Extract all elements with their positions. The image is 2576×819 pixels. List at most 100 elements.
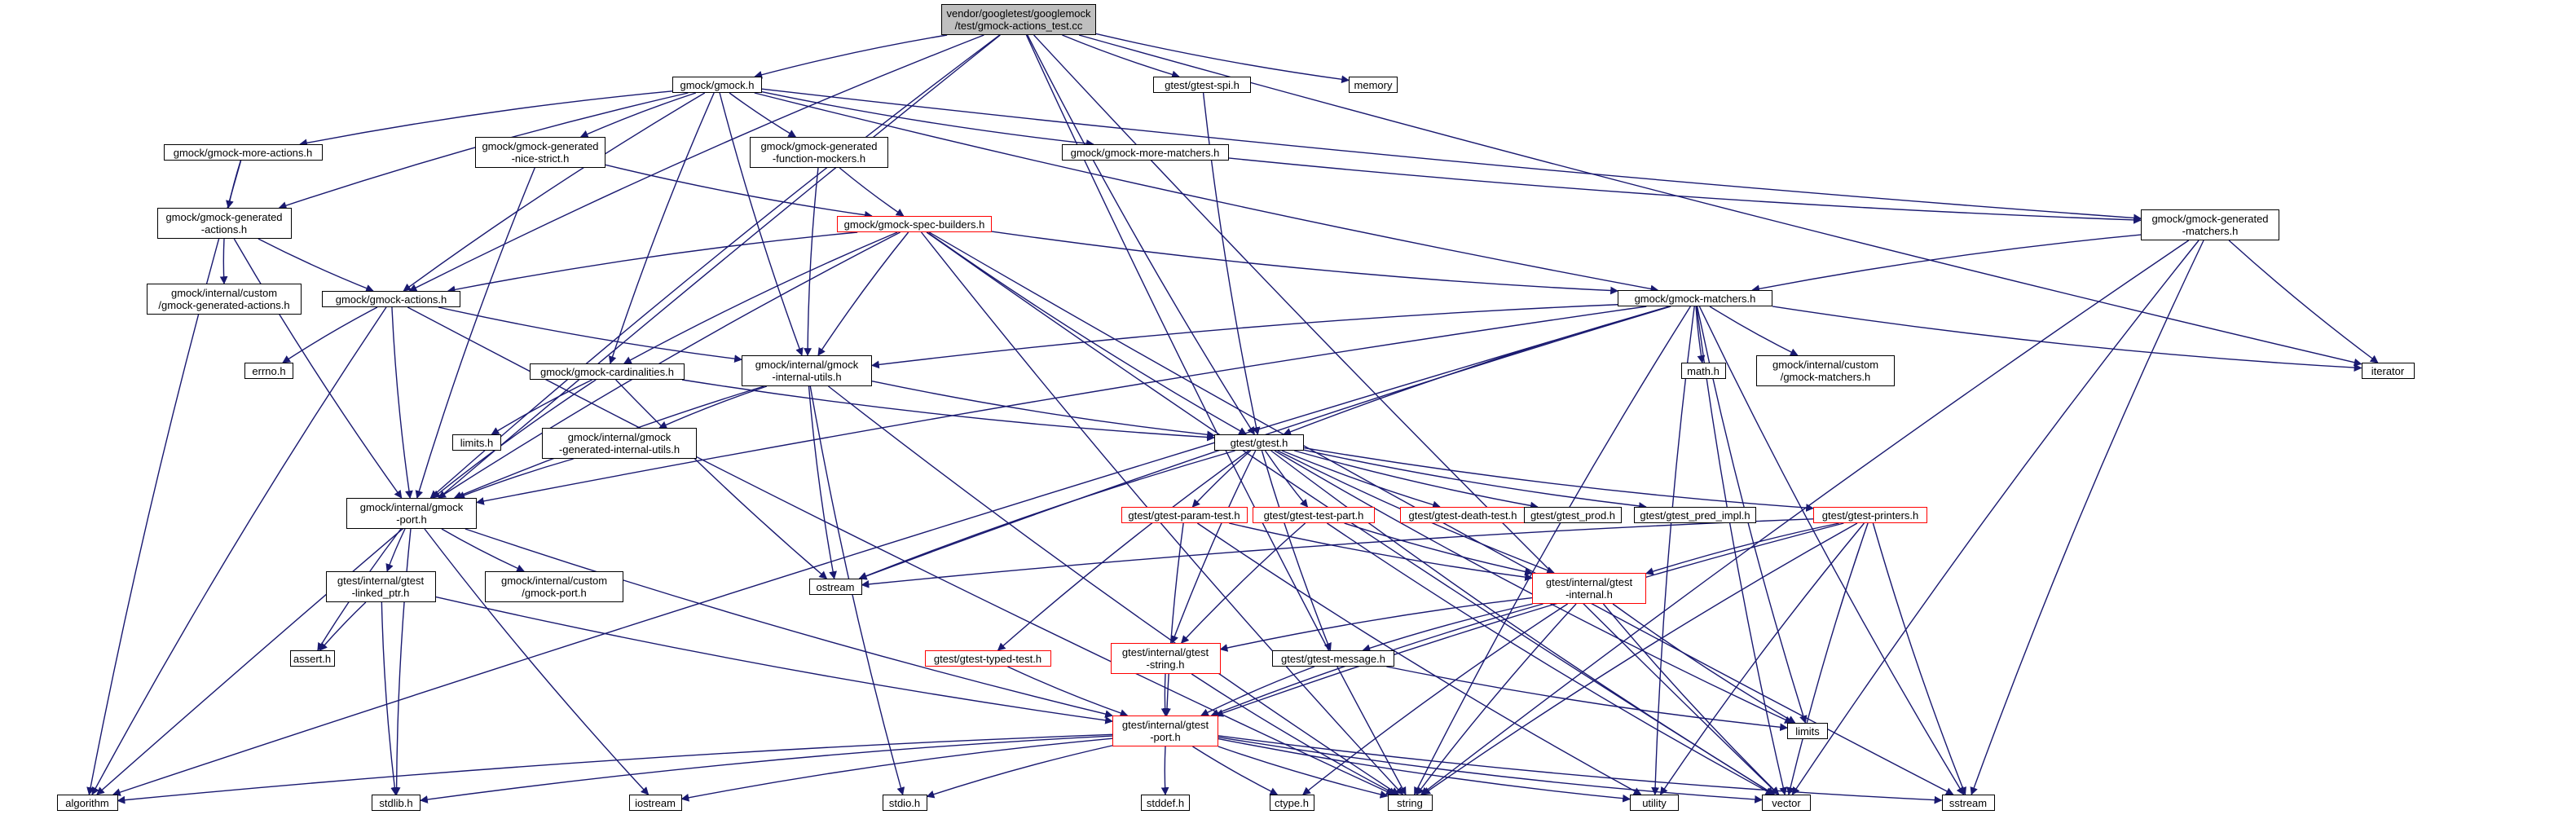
graph-node-limits-h: limits.h	[452, 434, 501, 451]
graph-node-stdlib: stdlib.h	[372, 795, 421, 811]
edge-gen-actions-to-custom-gen-actions	[219, 238, 228, 284]
graph-node-pred-impl[interactable]: gtest/gtest_pred_impl.h	[1634, 507, 1756, 523]
graph-node-gmock-h[interactable]: gmock/gmock.h	[672, 77, 762, 93]
graph-node-typed-test[interactable]: gtest/gtest-typed-test.h	[924, 650, 1051, 667]
graph-node-gen-internal-utils[interactable]: gmock/internal/gmock-generated-internal-…	[542, 428, 697, 459]
edge-actions-to-string	[407, 306, 1394, 795]
graph-node-stdio: stdio.h	[882, 795, 927, 811]
graph-node-param-test[interactable]: gtest/gtest-param-test.h	[1121, 507, 1248, 523]
edge-linked-ptr-to-gtest-port	[435, 596, 1113, 724]
edge-gmock-h-to-gen-matchers	[761, 88, 2142, 222]
graph-node-printers[interactable]: gtest/gtest-printers.h	[1813, 507, 1927, 523]
edge-internal-utils-to-string	[828, 385, 1399, 795]
graph-node-algorithm: algorithm	[56, 795, 118, 811]
edge-root-to-gtest-h	[1027, 34, 1255, 435]
edge-gtest-port-to-stdio	[926, 745, 1113, 799]
edge-gtest-h-to-param-test	[1191, 450, 1252, 508]
graph-node-iostream: iostream	[628, 795, 682, 811]
edge-gen-func-mockers-to-spec-builders	[839, 167, 905, 217]
edge-gmock-h-to-internal-utils	[719, 92, 804, 356]
graph-node-errno: errno.h	[244, 363, 293, 379]
edge-cardinalities-to-ostream	[615, 379, 828, 579]
graph-node-custom-gen-actions[interactable]: gmock/internal/custom/gmock-generated-ac…	[147, 284, 302, 315]
graph-node-more-matchers[interactable]: gmock/gmock-more-matchers.h	[1061, 144, 1229, 161]
edge-gtest-port-to-vector	[1218, 736, 1763, 804]
edge-printers-to-gtest-internal	[1645, 522, 1839, 575]
graph-node-gen-actions[interactable]: gmock/gmock-generated-actions.h	[156, 208, 292, 239]
graph-node-gtest-string[interactable]: gtest/internal/gtest-string.h	[1110, 643, 1221, 674]
edge-gtest-h-to-gtest-string	[1170, 450, 1257, 644]
edge-gtest-h-to-ostream	[858, 450, 1235, 580]
graph-node-gtest-h[interactable]: gtest/gtest.h	[1214, 434, 1304, 451]
edge-actions-to-internal-utils	[438, 306, 742, 363]
edge-gen-actions-to-gmock-port	[233, 238, 403, 499]
graph-node-actions[interactable]: gmock/gmock-actions.h	[322, 291, 460, 307]
edge-gmock-h-to-gen-func-mockers	[729, 92, 797, 138]
edge-actions-to-gmock-port	[391, 306, 413, 499]
edge-gtest-h-to-printers	[1303, 447, 1814, 512]
edge-test-part-to-vector	[1327, 522, 1774, 795]
edge-message-to-gtest-port	[1200, 666, 1315, 716]
edge-gmock-h-to-more-actions	[299, 90, 673, 148]
edge-more-matchers-to-gen-matchers	[1228, 157, 2142, 224]
edge-root-to-actions	[408, 34, 984, 292]
edge-matchers-to-gmock-port	[476, 306, 1647, 505]
edge-gtest-h-to-message	[1261, 450, 1332, 651]
graph-node-linked-ptr[interactable]: gtest/internal/gtest-linked_ptr.h	[325, 571, 436, 602]
graph-node-gen-matchers[interactable]: gmock/gmock-generated-matchers.h	[2141, 209, 2279, 240]
graph-node-ctype: ctype.h	[1269, 795, 1314, 811]
edge-test-part-to-gtest-internal	[1344, 522, 1533, 576]
graph-node-message[interactable]: gtest/gtest-message.h	[1272, 650, 1394, 667]
graph-node-gmock-port[interactable]: gmock/internal/gmock-port.h	[346, 498, 477, 529]
edge-root-to-memory	[1095, 33, 1350, 84]
edge-gtest-port-to-stdlib	[420, 735, 1113, 804]
graph-node-vector: vector	[1762, 795, 1811, 811]
edge-actions-to-algorithm	[91, 306, 387, 795]
graph-node-gen-func-mockers[interactable]: gmock/gmock-generated-function-mockers.h	[750, 137, 888, 168]
edge-gtest-internal-to-limits	[1612, 603, 1796, 724]
graph-node-gtest-spi[interactable]: gtest/gtest-spi.h	[1153, 77, 1251, 93]
graph-node-death-test[interactable]: gtest/gtest-death-test.h	[1399, 507, 1526, 523]
graph-node-utility: utility	[1630, 795, 1679, 811]
edge-param-test-to-utility	[1196, 522, 1642, 795]
graph-node-gtest-internal[interactable]: gtest/internal/gtest-internal.h	[1532, 573, 1646, 604]
edge-test-part-to-gtest-string	[1180, 522, 1306, 644]
edge-matchers-to-sstream	[1698, 306, 1965, 795]
graph-node-spec-builders[interactable]: gmock/gmock-spec-builders.h	[837, 216, 992, 232]
edge-spec-builders-to-matchers	[991, 231, 1618, 295]
edge-gmock-h-to-actions	[403, 92, 706, 292]
graph-node-root: vendor/googletest/googlemock/test/gmock-…	[941, 4, 1096, 35]
edge-matchers-to-internal-utils	[871, 304, 1618, 369]
graph-node-internal-utils[interactable]: gmock/internal/gmock-internal-utils.h	[742, 355, 872, 386]
edge-matchers-to-math	[1695, 306, 1706, 363]
edge-matchers-to-iterator	[1772, 306, 2362, 372]
graph-node-stddef: stddef.h	[1141, 795, 1190, 811]
edge-printers-to-ostream	[861, 518, 1814, 588]
graph-node-matchers[interactable]: gmock/gmock-matchers.h	[1618, 290, 1772, 306]
graph-node-test-part[interactable]: gtest/gtest-test-part.h	[1253, 507, 1375, 523]
graph-node-custom-port[interactable]: gmock/internal/custom/gmock-port.h	[485, 571, 623, 602]
graph-node-sstream: sstream	[1941, 795, 1995, 811]
edge-gtest-port-to-string	[1218, 746, 1389, 799]
edge-gmock-port-to-custom-port	[441, 528, 525, 572]
edge-gen-func-mockers-to-internal-utils	[804, 167, 819, 356]
edge-gmock-port-to-gtest-port	[465, 528, 1113, 718]
graph-node-more-actions[interactable]: gmock/gmock-more-actions.h	[163, 144, 323, 161]
edge-gtest-h-to-typed-test	[997, 450, 1249, 651]
graph-node-iterator: iterator	[2361, 363, 2415, 379]
edge-gen-nice-strict-to-gmock-port	[415, 167, 535, 499]
edge-printers-to-gtest-port	[1215, 522, 1844, 717]
graph-node-gtest-prod[interactable]: gtest/gtest_prod.h	[1524, 507, 1622, 523]
edge-matchers-to-utility	[1651, 306, 1695, 795]
edge-gen-matchers-to-iterator	[2228, 240, 2379, 363]
graph-node-cardinalities[interactable]: gmock/gmock-cardinalities.h	[530, 363, 685, 380]
edge-gmock-h-to-gen-nice-strict	[579, 92, 697, 138]
edge-matchers-to-algorithm	[112, 306, 1670, 796]
edge-printers-to-string	[1422, 522, 1858, 795]
graph-node-gen-nice-strict[interactable]: gmock/gmock-generated-nice-strict.h	[475, 137, 605, 168]
edge-param-test-to-gtest-port	[1163, 522, 1184, 716]
graph-node-gtest-port[interactable]: gtest/internal/gtest-port.h	[1112, 716, 1218, 746]
edge-gmock-port-to-stdlib	[392, 528, 412, 795]
edge-internal-utils-to-gtest-h	[871, 380, 1215, 439]
graph-node-custom-matchers[interactable]: gmock/internal/custom/gmock-matchers.h	[1756, 355, 1895, 386]
